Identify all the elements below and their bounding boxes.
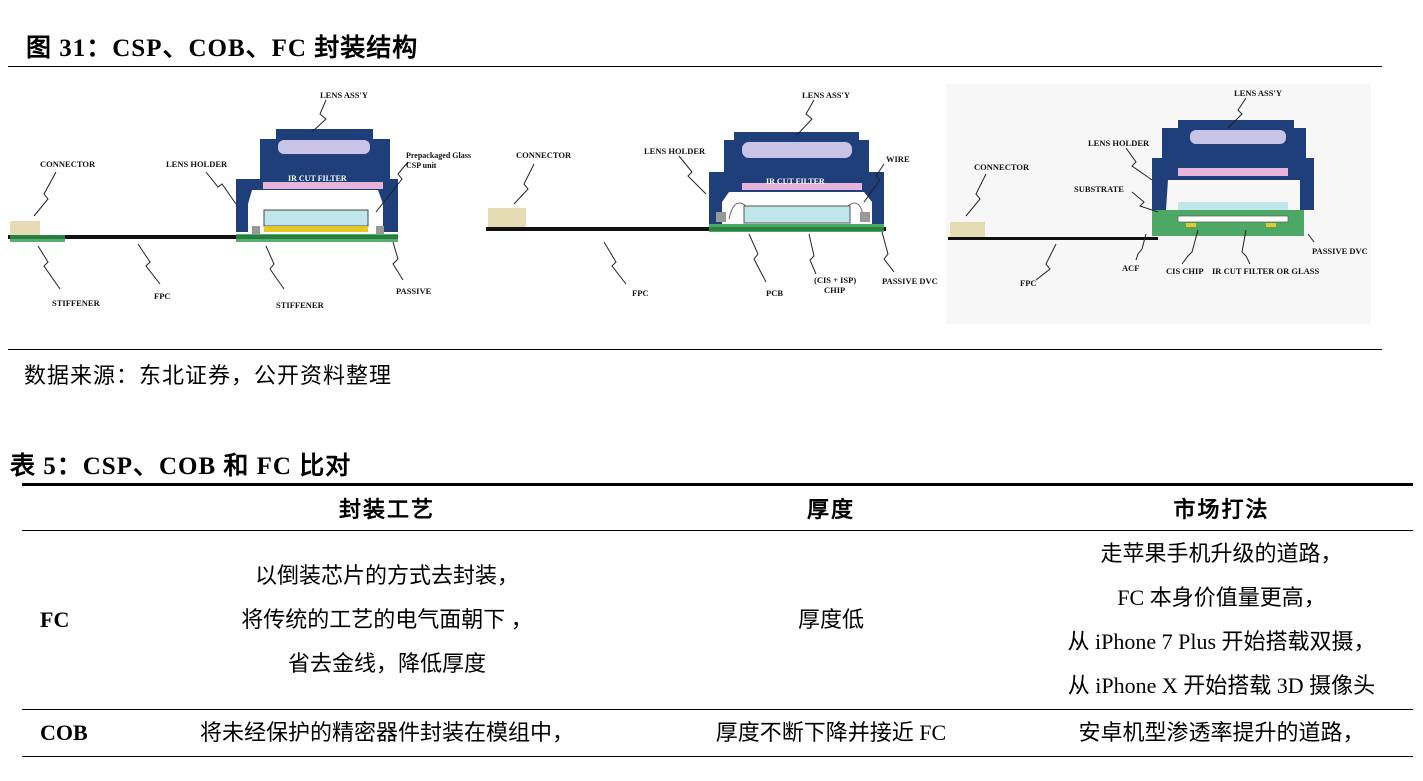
fc-lens-assy-label: LENS ASS'Y: [1234, 88, 1282, 98]
market-line: 从 iPhone X 开始搭载 3D 摄像头: [1067, 673, 1376, 698]
market-line: 安卓机型渗透率提升的道路，: [1078, 720, 1365, 745]
process-line: 将传统的工艺的电气面朝下 ，: [241, 607, 533, 632]
cob-connector-label: CONNECTOR: [516, 150, 572, 160]
figure-title: 图 31：CSP、COB、FC 封装结构: [26, 35, 419, 62]
csp-diagram: LENS ASS'Y CONNECTOR LENS HOLDER Prepack…: [8, 90, 471, 310]
table-top-rule: [22, 483, 1413, 486]
row-label: COB: [22, 709, 142, 757]
csp-prepackaged-label: Prepackaged Glass: [406, 151, 471, 160]
cob-fpc-label: FPC: [632, 288, 649, 298]
csp-fpc-label: FPC: [154, 291, 171, 301]
csp-stiffener-left-label: STIFFENER: [52, 298, 101, 308]
header-process: 封装工艺: [142, 486, 632, 531]
row-label: FC: [22, 530, 142, 710]
header-thickness: 厚度: [632, 486, 1030, 531]
cob-chip-label-2: CHIP: [824, 285, 845, 295]
process-cell: 将未经保护的精密器件封装在模组中，: [142, 709, 632, 757]
fc-cis-chip-label: CIS CHIP: [1166, 266, 1204, 276]
cob-diagram: LENS ASS'Y CONNECTOR LENS HOLDER WIRE IR…: [486, 90, 938, 298]
cob-wire-label: WIRE: [886, 154, 910, 164]
process-line: 以倒装芯片的方式去封装，: [254, 563, 519, 588]
fc-lens-holder-label: LENS HOLDER: [1088, 138, 1150, 148]
csp-connector-label: CONNECTOR: [40, 159, 96, 169]
cob-lens-assy-label: LENS ASS'Y: [802, 90, 850, 100]
thickness-cell: 厚度不断下降并接近 FC: [632, 709, 1030, 757]
table-title: 表 5：CSP、COB 和 FC 比对: [10, 453, 352, 480]
csp-prepackaged-label-2: CSP unit: [406, 161, 437, 170]
market-cell: 安卓机型渗透率提升的道路，: [1030, 709, 1413, 757]
fc-passive-label: PASSIVE DVC: [1312, 246, 1368, 256]
cob-chip-label-1: (CIS + ISP): [814, 275, 856, 285]
market-line: 走苹果手机升级的道路，: [1100, 541, 1343, 566]
cob-passive-label: PASSIVE DVC: [882, 276, 938, 286]
csp-stiffener-right-label: STIFFENER: [276, 300, 325, 310]
csp-lens-holder-label: LENS HOLDER: [166, 159, 228, 169]
process-line: 省去金线，降低厚度: [287, 651, 486, 676]
fc-substrate-label: SUBSTRATE: [1074, 184, 1124, 194]
fc-diagram: LENS ASS'Y LENS HOLDER CONNECTOR SUBSTRA…: [946, 84, 1371, 324]
fc-connector-label: CONNECTOR: [974, 162, 1030, 172]
process-cell: 以倒装芯片的方式去封装， 将传统的工艺的电气面朝下 ， 省去金线，降低厚度: [142, 530, 632, 710]
csp-passive-label: PASSIVE: [396, 286, 432, 296]
table-header-row: 封装工艺 厚度 市场打法: [22, 486, 1413, 531]
header-blank: [22, 486, 142, 531]
thickness-cell: 厚度低: [632, 530, 1030, 710]
market-line: FC 本身价值量更高，: [1117, 585, 1326, 610]
csp-lens-assy-label: LENS ASS'Y: [320, 90, 368, 100]
table-row: FC 以倒装芯片的方式去封装， 将传统的工艺的电气面朝下 ， 省去金线，降低厚度…: [22, 530, 1413, 710]
cob-lens-holder-label: LENS HOLDER: [644, 146, 706, 156]
csp-ir-cut-label: IR CUT FILTER: [288, 174, 347, 183]
market-line: 从 iPhone 7 Plus 开始搭载双摄，: [1067, 629, 1376, 654]
comparison-table: 封装工艺 厚度 市场打法 FC 以倒装芯片的方式去封装， 将传统的工艺的电气面朝…: [22, 486, 1413, 757]
figure-source: 数据来源：东北证券，公开资料整理: [24, 363, 393, 388]
cob-pcb-label: PCB: [766, 288, 783, 298]
figure-bottom-rule: [8, 349, 1382, 350]
cob-ir-cut-label: IR CUT FILTER: [766, 177, 825, 186]
header-market: 市场打法: [1030, 486, 1413, 531]
figure-top-rule: [8, 66, 1382, 67]
fc-fpc-label: FPC: [1020, 278, 1037, 288]
fc-ir-filter-label: IR CUT FILTER OR GLASS: [1212, 266, 1320, 276]
process-line: 将未经保护的精密器件封装在模组中，: [199, 720, 574, 745]
fc-acf-label: ACF: [1122, 263, 1139, 273]
market-cell: 走苹果手机升级的道路， FC 本身价值量更高， 从 iPhone 7 Plus …: [1030, 530, 1413, 710]
table-row: COB 将未经保护的精密器件封装在模组中， 厚度不断下降并接近 FC 安卓机型渗…: [22, 709, 1413, 757]
